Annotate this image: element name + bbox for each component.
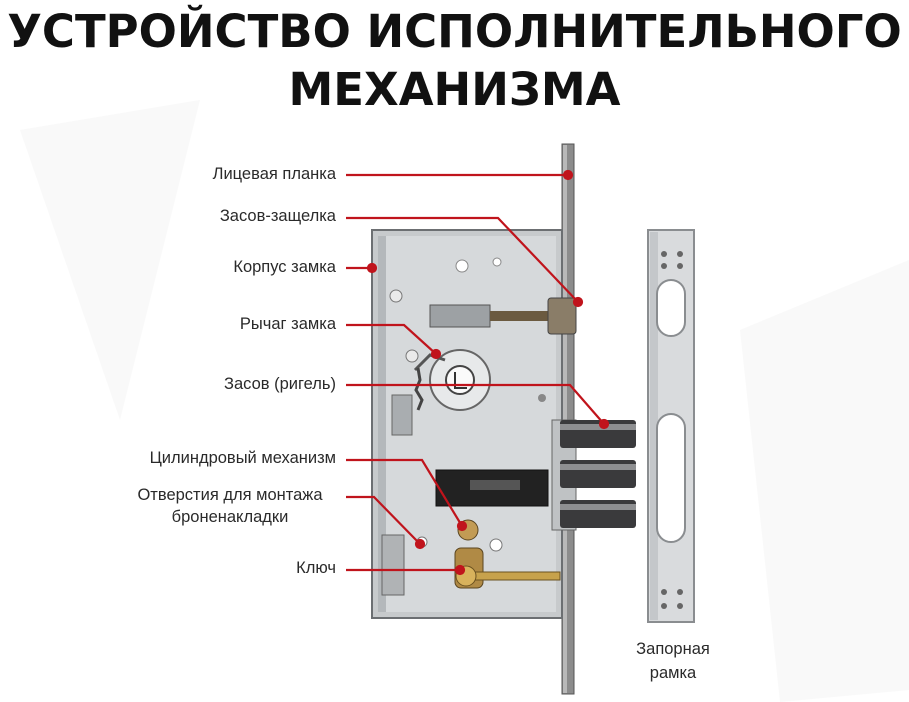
- leader-line-key: [346, 564, 466, 576]
- leader-line-deadbolt: [346, 383, 610, 430]
- lock-lever: [413, 349, 491, 411]
- page-title-line-2: МЕХАНИЗМА: [288, 63, 621, 116]
- label-deadbolt: Засов (ригель): [224, 375, 336, 393]
- strike-plate: [647, 229, 695, 623]
- leader-line-cylinder: [346, 458, 468, 532]
- page-title-line-1: УСТРОЙСТВО ИСПОЛНИТЕЛЬНОГО: [7, 5, 902, 58]
- leader-line-lock-lever: [346, 323, 442, 360]
- leader-lines: [346, 169, 610, 576]
- leader-line-face-plate: [346, 169, 574, 181]
- label-key: Ключ: [296, 559, 336, 577]
- label-armor-holes-line-1: Отверстия для монтажа: [137, 486, 323, 504]
- label-lock-lever: Рычаг замка: [239, 315, 336, 333]
- background-watermark: [20, 100, 909, 702]
- leader-line-lock-body: [346, 262, 378, 274]
- label-face-plate: Лицевая планка: [212, 165, 336, 183]
- label-cylinder-mechanism: Цилиндровый механизм: [149, 449, 336, 467]
- label-latch-bolt: Засов-защелка: [219, 207, 336, 225]
- leader-line-armor-holes: [346, 495, 426, 550]
- label-armor-holes-line-2: броненакладки: [171, 508, 289, 526]
- latch-spring: [429, 297, 577, 335]
- leader-line-latch-bolt: [346, 216, 584, 308]
- label-lock-body: Корпус замка: [233, 258, 336, 276]
- label-strike-plate-line-1: Запорная: [636, 640, 710, 658]
- label-strike-plate-line-2: рамка: [649, 664, 697, 682]
- deadbolts: [551, 419, 636, 531]
